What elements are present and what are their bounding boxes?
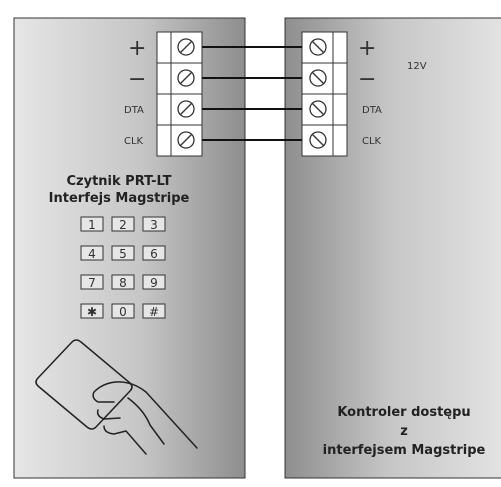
keypad-key-9 <box>142 274 166 290</box>
keypad-key-4 <box>80 245 104 261</box>
keypad-label-star: ✱ <box>87 305 97 319</box>
controller-title-line1: Kontroler dostępu <box>337 405 470 420</box>
keypad-label-6: 6 <box>150 247 158 261</box>
keypad <box>80 216 166 319</box>
controller-voltage-label: 12V <box>407 61 427 72</box>
screw-icon <box>177 38 195 56</box>
keypad-key-6 <box>142 245 166 261</box>
wires <box>202 46 302 141</box>
hand-icon <box>92 381 198 455</box>
screw-icon <box>309 100 327 118</box>
keypad-key-0 <box>111 303 135 319</box>
reader-label-clk: CLK <box>124 136 144 147</box>
reader-label-minus: − <box>128 67 146 92</box>
reader-title-line1: Czytnik PRT-LT <box>67 174 172 189</box>
keypad-label-2: 2 <box>119 218 127 232</box>
controller-terminal-block <box>301 31 348 157</box>
keypad-label-3: 3 <box>150 218 158 232</box>
keypad-key-star <box>80 303 104 319</box>
keypad-label-0: 0 <box>119 305 127 319</box>
keypad-key-1 <box>80 216 104 232</box>
hand-with-card-icon <box>35 339 198 455</box>
keypad-key-2 <box>111 216 135 232</box>
keypad-key-8 <box>111 274 135 290</box>
keypad-label-hash: # <box>149 305 159 319</box>
card-icon <box>35 339 133 430</box>
screw-icon <box>309 38 327 56</box>
controller-title-line3: interfejsem Magstripe <box>323 443 486 458</box>
keypad-label-9: 9 <box>150 276 158 290</box>
screw-icon <box>309 131 327 149</box>
keypad-key-hash <box>142 303 166 319</box>
screw-icon <box>309 69 327 87</box>
reader-label-plus: + <box>128 36 146 61</box>
keypad-label-7: 7 <box>88 276 96 290</box>
reader-title-line2: Interfejs Magstripe <box>49 191 190 206</box>
screw-icon <box>177 100 195 118</box>
keypad-label-8: 8 <box>119 276 127 290</box>
controller-title-line2: z <box>400 424 408 439</box>
screw-icon <box>177 69 195 87</box>
keypad-label-5: 5 <box>119 247 127 261</box>
keypad-key-3 <box>142 216 166 232</box>
controller-label-clk: CLK <box>362 136 382 147</box>
controller-label-dta: DTA <box>362 105 382 116</box>
keypad-label-4: 4 <box>88 247 96 261</box>
reader-terminal-block <box>156 31 203 157</box>
keypad-labels: 1 2 3 4 5 6 7 8 9 ✱ 0 # <box>87 218 159 319</box>
keypad-label-1: 1 <box>88 218 96 232</box>
keypad-key-5 <box>111 245 135 261</box>
controller-label-plus: + <box>358 36 376 61</box>
keypad-key-7 <box>80 274 104 290</box>
reader-label-dta: DTA <box>124 105 144 116</box>
screw-icon <box>177 131 195 149</box>
controller-label-minus: − <box>358 67 376 92</box>
